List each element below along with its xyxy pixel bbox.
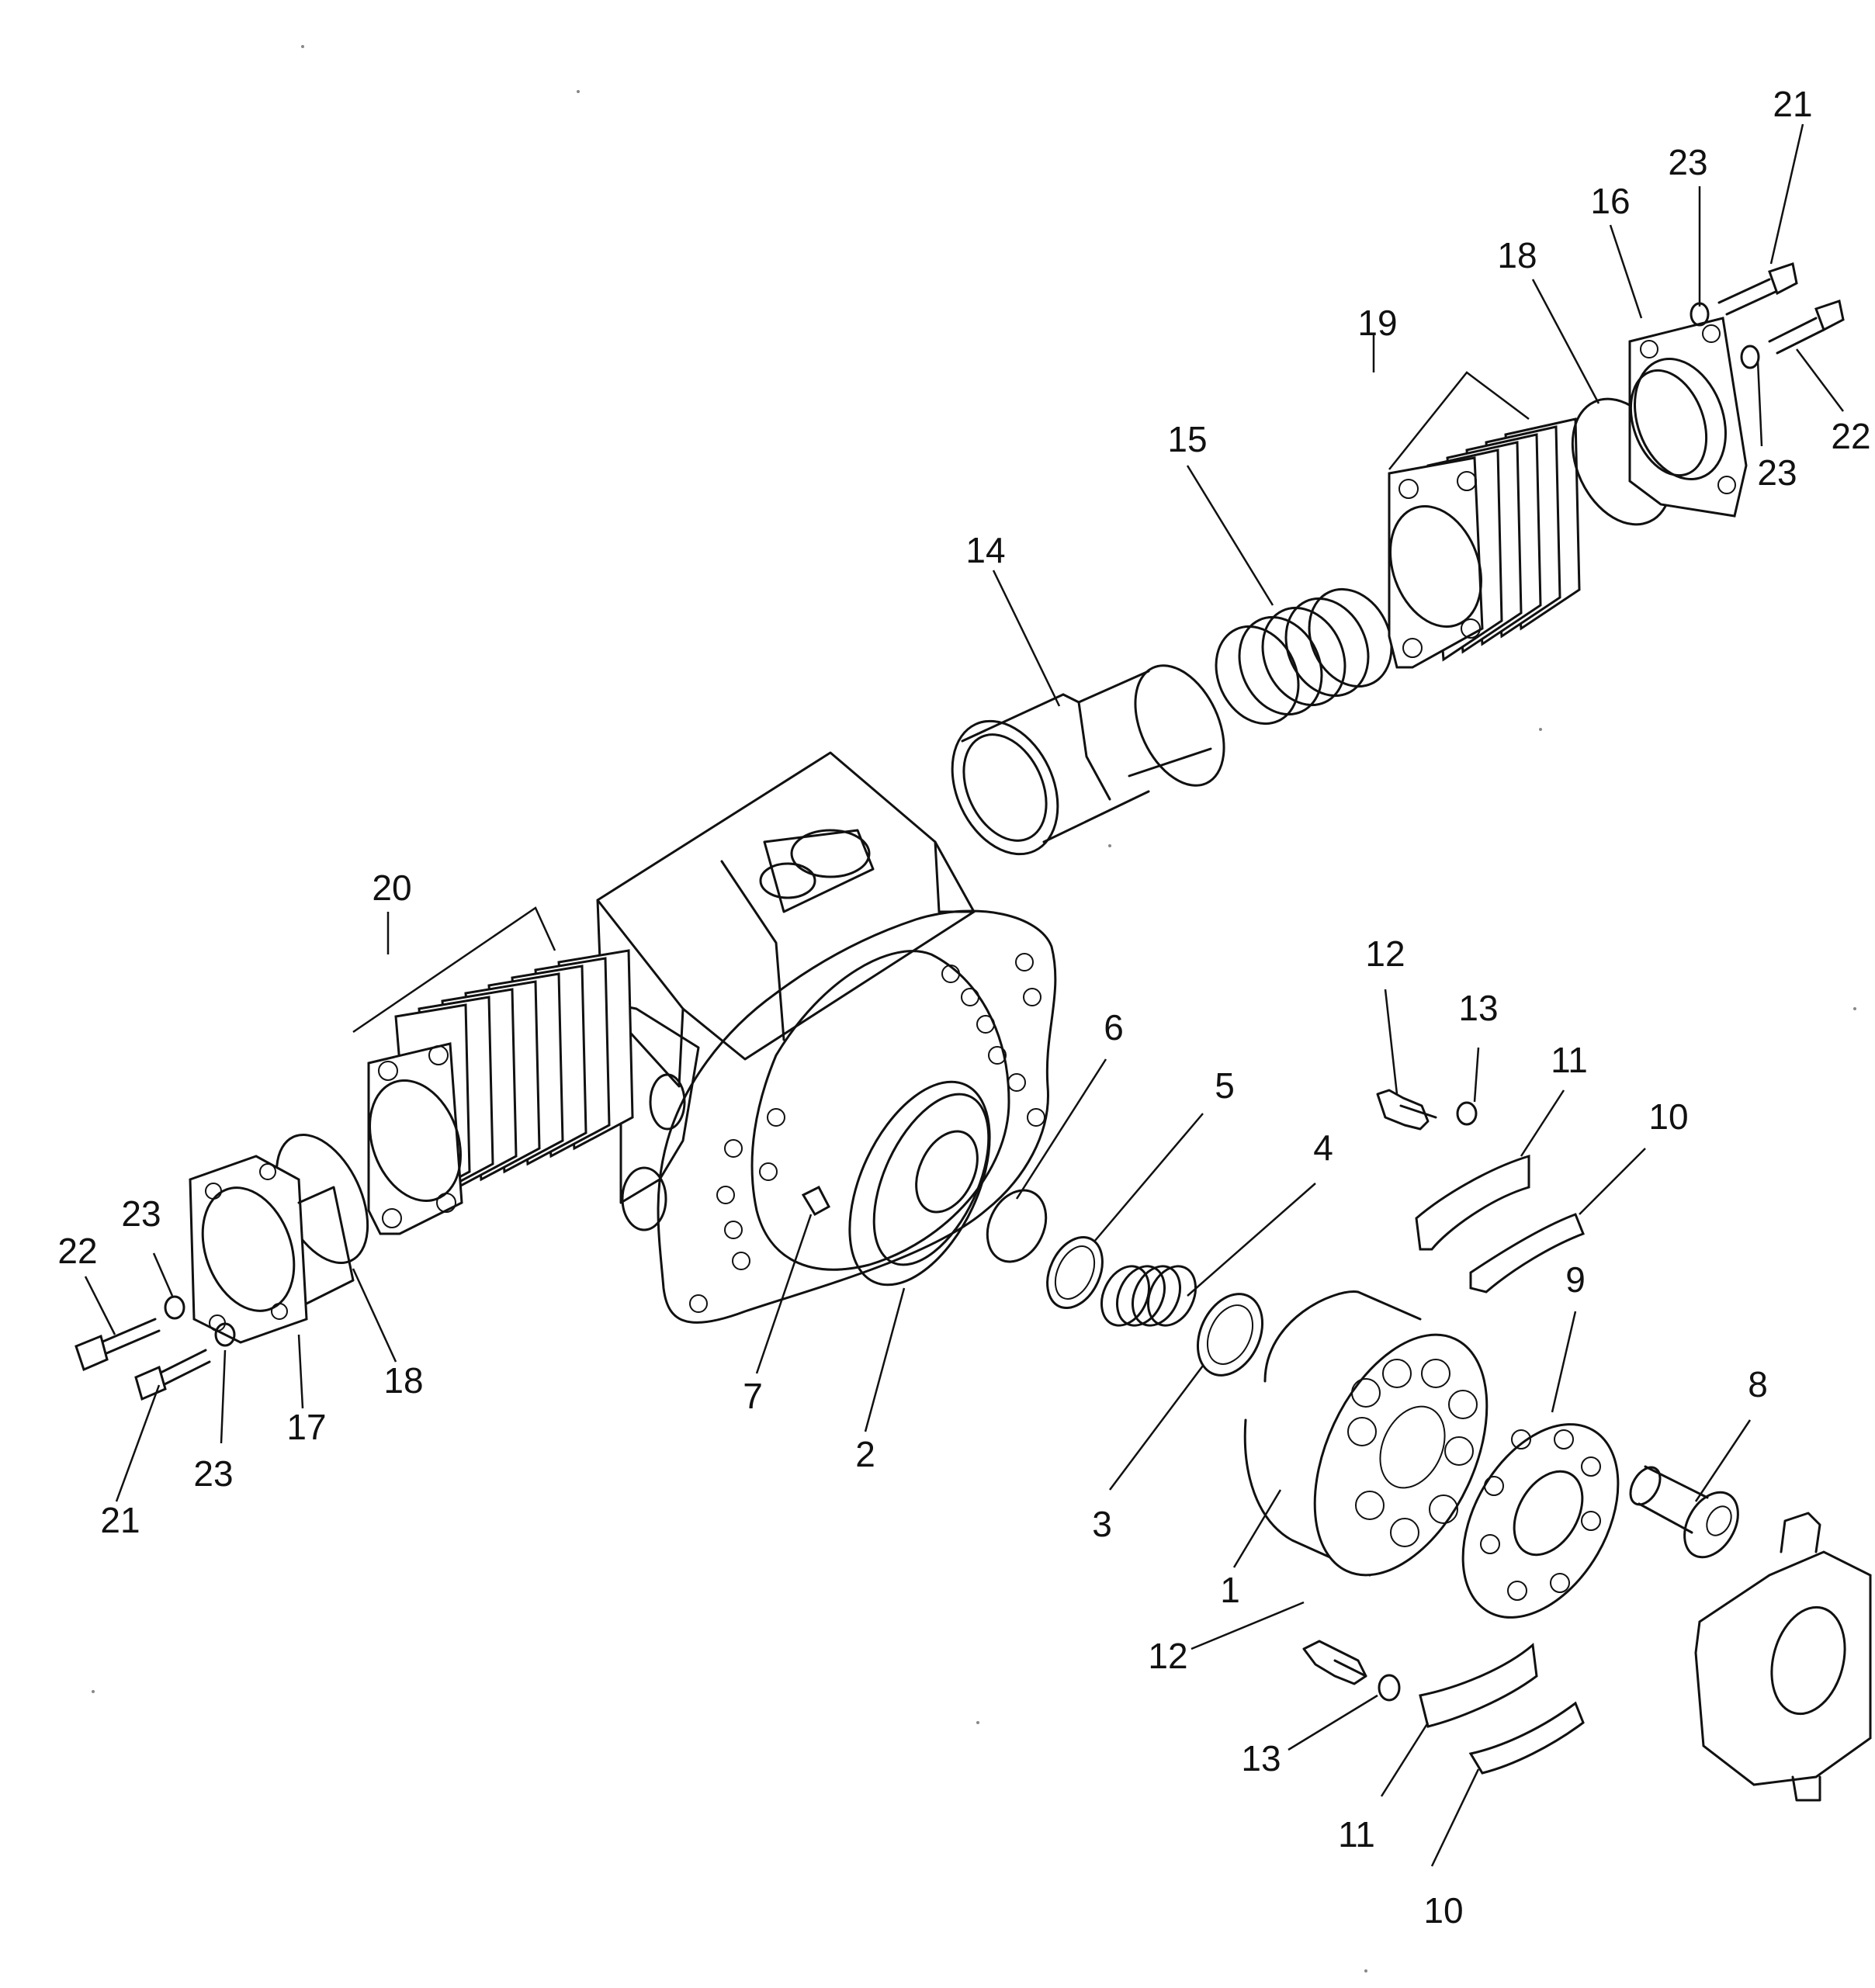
pin-part-7	[801, 1185, 831, 1217]
bracket-set-top	[1376, 1089, 1585, 1294]
callout-20: 20	[372, 868, 411, 908]
callout-23-left-b: 23	[193, 1453, 233, 1494]
callout-22-right: 22	[1831, 416, 1870, 456]
callout-6: 6	[1104, 1007, 1124, 1048]
leader-lines	[84, 123, 1844, 1867]
callout-1: 1	[1220, 1570, 1240, 1610]
callout-11-bottom: 11	[1338, 1814, 1375, 1855]
spring-part-15	[1215, 587, 1393, 726]
housing-bolt-holes	[689, 953, 1045, 1313]
callout-12-top: 12	[1365, 933, 1405, 974]
callout-18-left: 18	[383, 1360, 423, 1401]
cover-part-17	[189, 1155, 355, 1344]
callout-12-bottom: 12	[1148, 1636, 1187, 1676]
spring-part-4	[1100, 1265, 1197, 1327]
callout-labels: 21 23 16 18 19 22 23 15 14 20 12 13 11 1…	[57, 84, 1870, 1931]
callout-8: 8	[1748, 1364, 1768, 1404]
callout-3: 3	[1092, 1504, 1112, 1544]
callout-2: 2	[855, 1434, 875, 1474]
washer-part-5	[1046, 1235, 1104, 1310]
washer-part-3	[1196, 1293, 1264, 1377]
callout-22-left: 22	[57, 1231, 97, 1271]
callout-9: 9	[1565, 1259, 1586, 1300]
callout-21-top: 21	[1773, 84, 1812, 124]
callout-10-top: 10	[1648, 1096, 1688, 1137]
shim-stack-part-19	[1388, 417, 1581, 669]
cover-part-16	[1628, 317, 1748, 518]
callout-18-top: 18	[1497, 235, 1537, 275]
retainer-plate-part-9	[1461, 1423, 1620, 1619]
callout-19: 19	[1357, 303, 1397, 343]
callout-23-right: 23	[1757, 452, 1797, 493]
callout-23-top: 23	[1668, 142, 1707, 182]
callout-13-top: 13	[1458, 988, 1498, 1028]
callout-5: 5	[1215, 1065, 1235, 1106]
shim-stack-part-20	[367, 949, 634, 1235]
callout-21-left: 21	[100, 1500, 140, 1540]
callout-16: 16	[1590, 181, 1630, 221]
callout-23-left-a: 23	[121, 1193, 161, 1234]
valve-plate-part-2	[848, 1080, 991, 1287]
spool-part-14	[951, 664, 1225, 856]
callout-10-bottom: 10	[1423, 1890, 1463, 1931]
callout-11-top: 11	[1551, 1040, 1588, 1080]
cylinder-block-part-1	[1243, 1290, 1489, 1577]
piston-part-8	[1629, 1465, 1739, 1559]
swash-body	[1694, 1512, 1872, 1802]
callout-7: 7	[743, 1376, 763, 1416]
callout-4: 4	[1313, 1127, 1333, 1168]
callout-15: 15	[1167, 419, 1207, 459]
bolts-left	[75, 1295, 236, 1401]
callout-13-bottom: 13	[1241, 1738, 1281, 1778]
callout-17: 17	[286, 1407, 326, 1447]
callout-14: 14	[965, 530, 1005, 570]
bolts-top-right	[1690, 262, 1845, 369]
bracket-set-bottom	[1302, 1640, 1585, 1775]
snap-ring-part-6	[986, 1189, 1048, 1263]
scan-specks	[92, 45, 1856, 1972]
